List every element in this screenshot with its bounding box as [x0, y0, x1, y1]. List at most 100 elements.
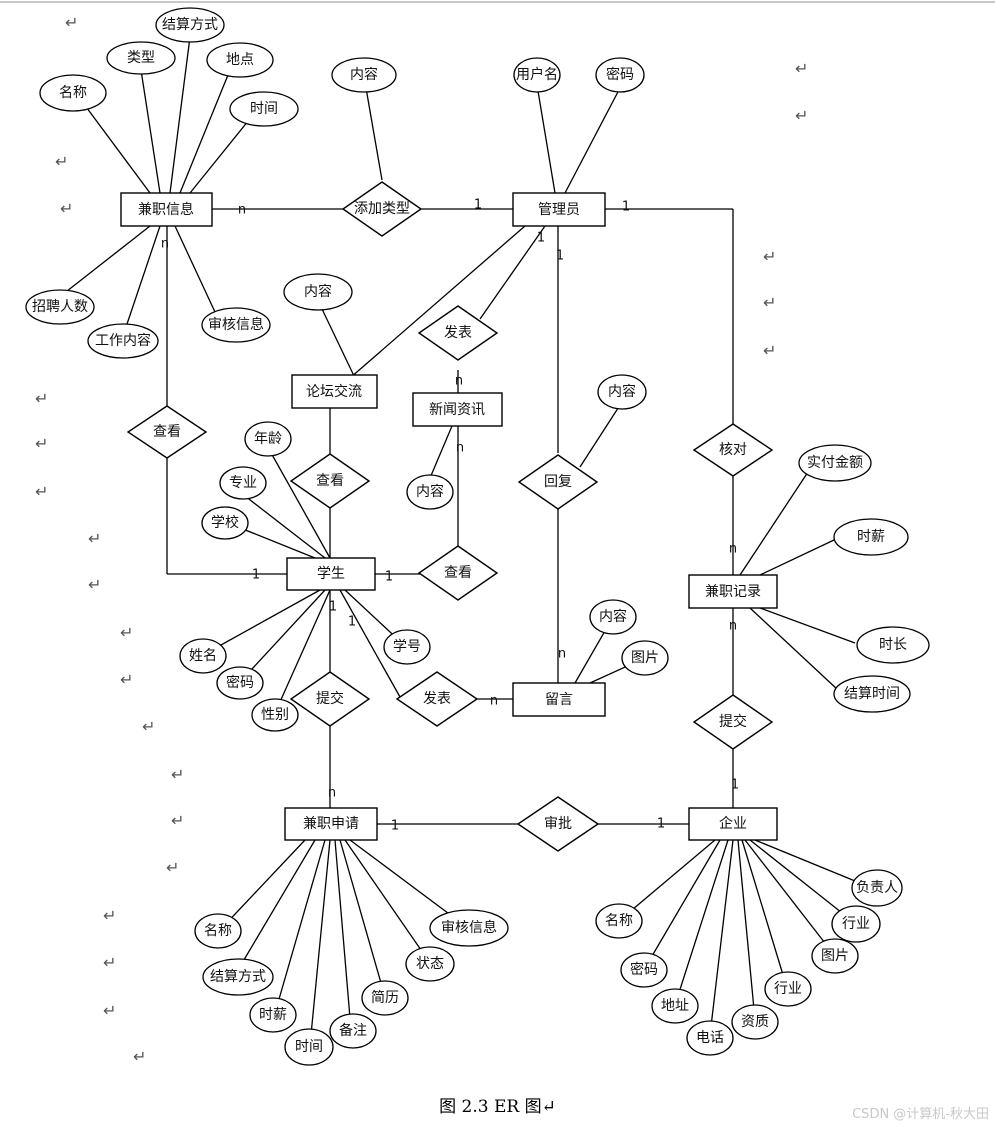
return-mark: ↵ [133, 1047, 146, 1066]
card-company-submit: 1 [731, 778, 739, 793]
card-apply-approve: 1 [391, 819, 399, 834]
return-mark: ↵ [55, 152, 68, 171]
rel-hedui [692, 423, 774, 477]
return-mark: ↵ [65, 13, 78, 32]
return-mark: ↵ [171, 765, 184, 784]
attr-msg-neirong: 内容 [599, 608, 627, 625]
return-mark: ↵ [795, 106, 808, 125]
figure-caption: 图 2.3 ER 图↵ [439, 1097, 556, 1117]
card-admin-reply: 1 [556, 249, 564, 264]
label-chakan-info: 查看 [153, 424, 181, 440]
attr-co-hangye2: 行业 [842, 916, 870, 932]
card-admin-news: 1 [537, 231, 545, 246]
attr-admin-yonghuming: 用户名 [516, 66, 558, 83]
attr-rec-shifu: 实付金额 [807, 455, 863, 471]
entity-boxes [120, 192, 778, 841]
return-mark: ↵ [120, 623, 133, 642]
return-mark: ↵ [763, 293, 776, 312]
attr-co-dizhi: 地址 [661, 998, 689, 1014]
label-chakan-news: 查看 [444, 565, 472, 581]
card-admin-check: 1 [622, 200, 630, 215]
entity-jianzhi-jilu [688, 574, 778, 609]
attr-info-jiesuan: 结算方式 [162, 17, 218, 33]
return-mark: ↵ [35, 482, 48, 501]
attr-reply-neirong: 内容 [608, 383, 636, 400]
watermark: CSDN @计算机-秋大田 [852, 1107, 989, 1122]
return-mark: ↵ [763, 247, 776, 266]
attr-stu-xingming: 姓名 [189, 648, 217, 664]
attr-co-hangye1: 行业 [774, 981, 802, 997]
card-student-msg: 1 [348, 615, 356, 630]
rel-chakan-forum [289, 453, 371, 509]
rel-chakan-news [417, 545, 499, 601]
label-tijiao-company: 提交 [719, 713, 747, 730]
card-news-admin: n [455, 374, 463, 389]
rel-tijiao-company [692, 694, 774, 750]
attr-info-zhaopin: 招聘人数 [32, 299, 88, 315]
label-jianzhi-shenqing: 兼职申请 [303, 816, 359, 832]
return-mark: ↵ [142, 717, 155, 736]
entity-jianzhi-shenqing [284, 807, 378, 841]
label-chakan-forum: 查看 [316, 473, 344, 489]
attr-rec-shixin: 时薪 [857, 529, 885, 545]
label-luntan: 论坛交流 [306, 383, 362, 400]
attr-info-didian: 地点 [226, 52, 254, 68]
label-huifu: 回复 [544, 473, 572, 490]
return-mark: ↵ [88, 529, 101, 548]
entity-liuyan [512, 682, 606, 717]
rel-huifu [517, 454, 599, 510]
attr-stu-xingbie: 性别 [261, 707, 289, 723]
attr-co-dianhua: 电话 [696, 1030, 724, 1046]
attr-co-zizhi: 资质 [741, 1014, 769, 1030]
attr-co-mima: 密码 [630, 961, 658, 978]
card-company-approve: 1 [657, 817, 665, 832]
top-rule [0, 1, 995, 3]
label-shenpi: 审批 [544, 816, 572, 832]
card-student-apply: 1 [329, 600, 337, 615]
attr-rec-shichang: 时长 [879, 637, 907, 653]
attr-type-neirong: 内容 [350, 66, 378, 83]
label-guanliyuan: 管理员 [538, 202, 580, 218]
entity-jianzhi-xinxi [120, 192, 213, 227]
attr-co-tupian: 图片 [821, 948, 849, 964]
return-mark: ↵ [166, 858, 179, 877]
attr-info-mingcheng: 名称 [59, 85, 87, 101]
return-mark: ↵ [35, 434, 48, 453]
attr-msg-tupian: 图片 [631, 650, 659, 666]
attr-rec-jiesuan: 结算时间 [844, 686, 900, 702]
card-info-add: n [238, 203, 246, 218]
attr-app-shijian: 时间 [295, 1039, 323, 1055]
attr-app-mingcheng: 名称 [204, 923, 232, 939]
return-mark: ↵ [35, 389, 48, 408]
connector-lines [61, 36, 878, 1046]
label-jianzhi-xinxi: 兼职信息 [138, 201, 194, 218]
card-student-news: 1 [385, 570, 393, 585]
attr-info-gongzuo: 工作内容 [95, 332, 151, 349]
return-mark: ↵ [103, 953, 116, 972]
label-liuyan: 留言 [545, 692, 573, 708]
entity-xuesheng [286, 557, 376, 591]
attr-forum-neirong: 内容 [304, 283, 332, 300]
rel-chakan-info [126, 405, 208, 459]
return-mark: ↵ [88, 575, 101, 594]
label-qiye: 企业 [719, 815, 747, 832]
attr-news-neirong: 内容 [416, 483, 444, 500]
return-mark: ↵ [763, 341, 776, 360]
attr-admin-mima: 密码 [606, 66, 634, 83]
rel-fabiao-news [417, 305, 499, 361]
card-news-view: n [456, 441, 464, 456]
attr-info-leixing: 类型 [127, 50, 155, 66]
rel-tianjia-leixing [341, 181, 423, 237]
attr-stu-nianling: 年龄 [254, 431, 282, 447]
return-mark: ↵ [103, 906, 116, 925]
return-mark: ↵ [103, 1001, 116, 1020]
return-mark: ↵ [120, 670, 133, 689]
card-student-info: 1 [252, 568, 260, 583]
card-msg-reply: n [558, 647, 566, 662]
label-tijiao-student: 提交 [316, 690, 344, 707]
rel-tijiao-student [289, 671, 371, 727]
attribute-ellipses [25, 7, 930, 1066]
attr-stu-mima: 密码 [226, 674, 254, 691]
entity-luntan [291, 374, 378, 409]
attr-stu-xuexiao: 学校 [211, 514, 239, 531]
